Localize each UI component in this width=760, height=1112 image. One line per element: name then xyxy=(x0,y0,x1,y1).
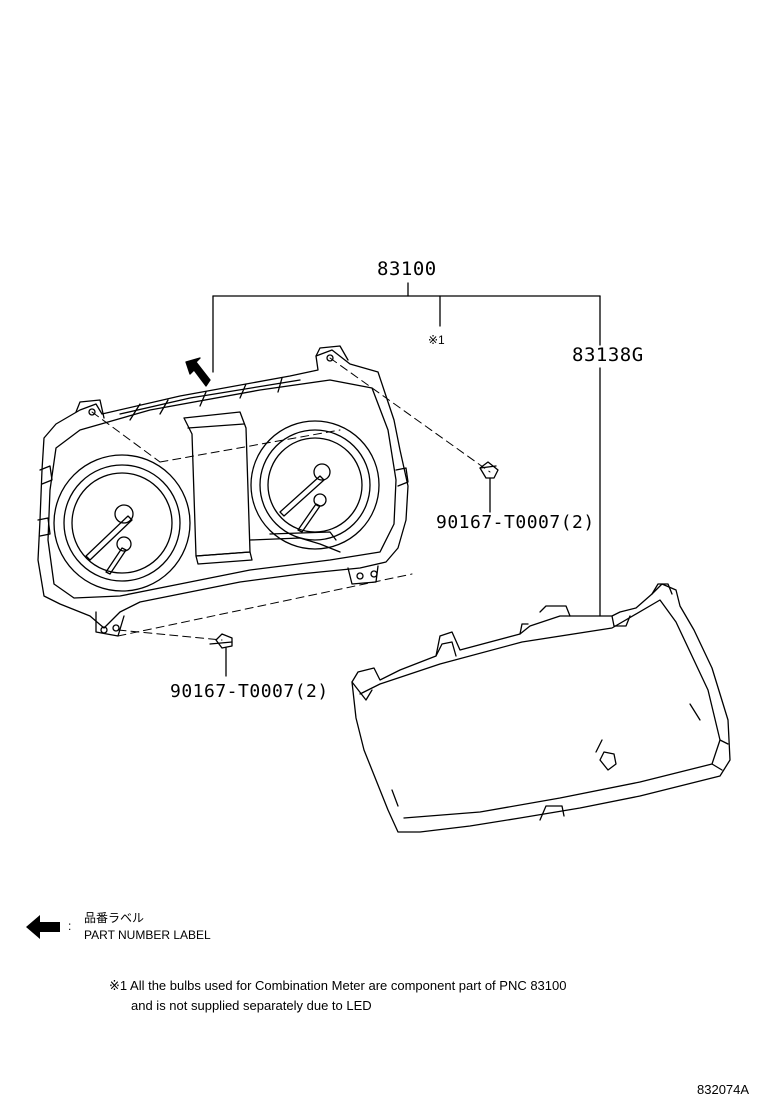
note-marker: ※1 xyxy=(428,333,445,347)
legend-label-jp: 品番ラベル xyxy=(84,911,145,925)
footnote-line-1: ※1 All the bulbs used for Combination Me… xyxy=(109,978,567,993)
screw-right xyxy=(479,461,499,513)
assembly-callout: 83100 xyxy=(377,258,437,280)
combination-meter-assembly xyxy=(37,345,409,637)
rear-cover xyxy=(351,583,731,833)
screw-right-callout: 90167-T0007(2) xyxy=(436,512,595,533)
footnote-line-2: and is not supplied separately due to LE… xyxy=(131,998,372,1013)
legend-separator: : xyxy=(68,919,72,933)
screw-left-callout: 90167-T0007(2) xyxy=(170,681,329,702)
figure-number: 832074A xyxy=(697,1082,750,1097)
part-number-label-arrow xyxy=(185,357,211,387)
legend-label-en: PART NUMBER LABEL xyxy=(84,928,211,942)
arrow-left-icon xyxy=(26,915,60,939)
cover-callout: 83138G xyxy=(572,344,644,366)
screw-left xyxy=(209,633,233,677)
mounting-dashed-lines xyxy=(91,357,491,641)
assembly-leader-lines xyxy=(212,282,601,617)
